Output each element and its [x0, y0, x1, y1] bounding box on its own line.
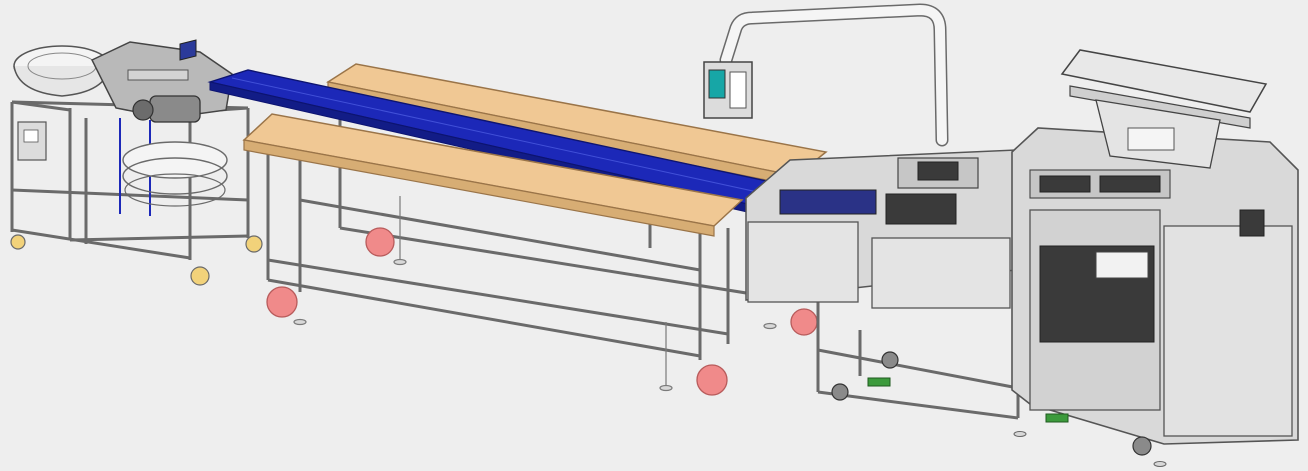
- collection-ring: [122, 141, 228, 207]
- feeder-drive-assembly: [90, 39, 233, 123]
- feeder-stand: [10, 100, 250, 260]
- machine-caster-wheels: [831, 351, 1167, 467]
- workbench-front: [242, 113, 744, 237]
- leveling-feet: [293, 196, 777, 392]
- bench-caster-wheels: [266, 227, 818, 396]
- control-box: [703, 61, 753, 119]
- packaging-machine-infeed: [745, 149, 1017, 309]
- stand-electrical-box: [17, 121, 47, 161]
- workbench-front-frame: [266, 148, 730, 360]
- machine-lower-frame: [816, 300, 1020, 420]
- packaging-machine: [1011, 127, 1299, 445]
- vibratory-bowl-feeder: [13, 45, 111, 97]
- feeder-caster-wheels: [10, 234, 263, 286]
- exhaust-duct: [719, 3, 949, 147]
- top-hopper: [1060, 49, 1268, 169]
